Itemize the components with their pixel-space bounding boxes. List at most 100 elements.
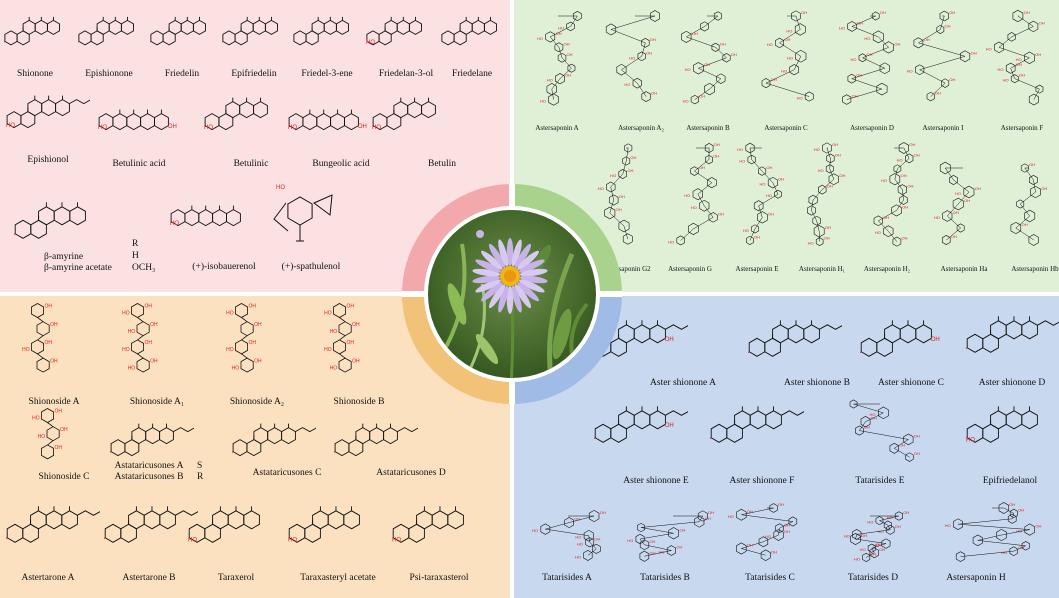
svg-text:OH: OH [1019,73,1025,78]
svg-text:HO: HO [577,541,583,546]
svg-text:OH: OH [824,236,830,241]
svg-text:OH: OH [784,529,790,534]
svg-text:OH: OH [150,322,158,328]
triterpene-structure: HO [188,500,282,551]
triterpene-structure [222,12,296,53]
svg-text:HO: HO [685,67,691,72]
svg-text:OH: OH [784,522,790,527]
compound-label: Astersaponin B [686,124,730,132]
svg-text:OH: OH [249,304,257,310]
svg-text:OH: OH [778,502,784,507]
svg-text:OH: OH [567,52,573,57]
svg-text:OH: OH [1041,186,1047,191]
svg-text:OH: OH [150,358,158,364]
svg-text:OH: OH [665,337,674,343]
svg-text:OH: OH [352,358,360,364]
svg-text:OH: OH [145,304,153,310]
compound-label: Astataricusones C [252,468,322,478]
svg-text:HO: HO [232,365,240,371]
svg-text:OH: OH [971,50,977,55]
compound-label: Tatarisides D [847,573,899,583]
svg-text:HO: HO [668,239,674,244]
svg-text:HO: HO [997,67,1003,72]
compound-label: Taraxerol [217,573,255,583]
svg-text:HO: HO [98,125,107,131]
svg-text:HO: HO [128,329,136,335]
svg-text:HO: HO [372,125,381,131]
svg-text:OH: OH [832,142,838,147]
compound-label: Astersaponin H [946,573,1006,583]
compound-label: Epifriedelin [231,69,277,79]
compound-label: Aster shionone F [729,476,795,486]
compound-label: Astersaponin Hb [1011,265,1059,273]
svg-text:OH: OH [45,340,53,346]
svg-text:HO: HO [907,69,913,74]
svg-text:HO: HO [558,25,564,30]
svg-text:HO: HO [598,186,604,191]
svg-text:OH: OH [1016,62,1022,67]
svg-text:OH: OH [901,173,907,178]
compound-label: Shionoside C [38,472,90,482]
aster-shionone-structure: OH [594,400,688,451]
compound-label: Betulin [428,159,456,169]
svg-text:OH: OH [864,425,870,430]
compound-label: β-amyrine [44,252,84,262]
svg-text:HO: HO [797,96,803,101]
svg-text:OH: OH [347,304,355,310]
svg-text:OH: OH [699,94,705,99]
svg-text:OH: OH [949,77,955,82]
svg-text:OH: OH [907,184,913,189]
svg-text:HO: HO [122,311,130,317]
compound-label: Shionoside A₁ [129,397,185,407]
triterpene-structure [334,418,418,464]
svg-text:OH: OH [616,207,622,212]
svg-text:OH: OH [1009,502,1015,507]
svg-text:OH: OH [768,211,774,216]
spathulenol-structure: HO [268,175,348,250]
svg-text:HO: HO [122,347,130,353]
svg-text:OH: OH [627,168,633,173]
compound-label: Tatarisides E [855,476,905,486]
svg-text:HO: HO [966,437,975,443]
svg-text:OH: OH [747,509,753,514]
svg-text:OH: OH [665,423,674,429]
svg-text:OH: OH [650,550,656,555]
svg-text:HO: HO [276,185,285,191]
svg-text:OH: OH [708,510,714,515]
svg-text:HO: HO [330,329,338,335]
svg-text:HO: HO [869,412,875,417]
svg-text:HO: HO [658,550,664,555]
svg-text:HO: HO [839,25,845,30]
svg-text:HO: HO [532,528,538,533]
svg-text:OH: OH [839,173,845,178]
compound-label: β-amyrine acetate [44,263,112,273]
triterpene-structure: HO [288,500,382,551]
svg-text:HO: HO [128,365,136,371]
svg-text:HO: HO [392,537,401,543]
svg-text:OH: OH [60,427,68,433]
svg-text:OH: OH [754,234,760,239]
svg-text:OH: OH [825,225,831,230]
svg-text:HO: HO [6,123,15,129]
compound-label: Shionone [17,69,53,79]
svg-text:HO: HO [366,40,375,46]
svg-text:HO: HO [204,125,213,131]
svg-text:HO: HO [850,57,856,62]
svg-text:HO: HO [38,434,46,440]
svg-text:OH: OH [649,539,655,544]
svg-text:OH: OH [879,547,885,552]
compound-label: Astataricusones D [376,468,446,478]
compound-label: Shionoside B [333,397,385,407]
